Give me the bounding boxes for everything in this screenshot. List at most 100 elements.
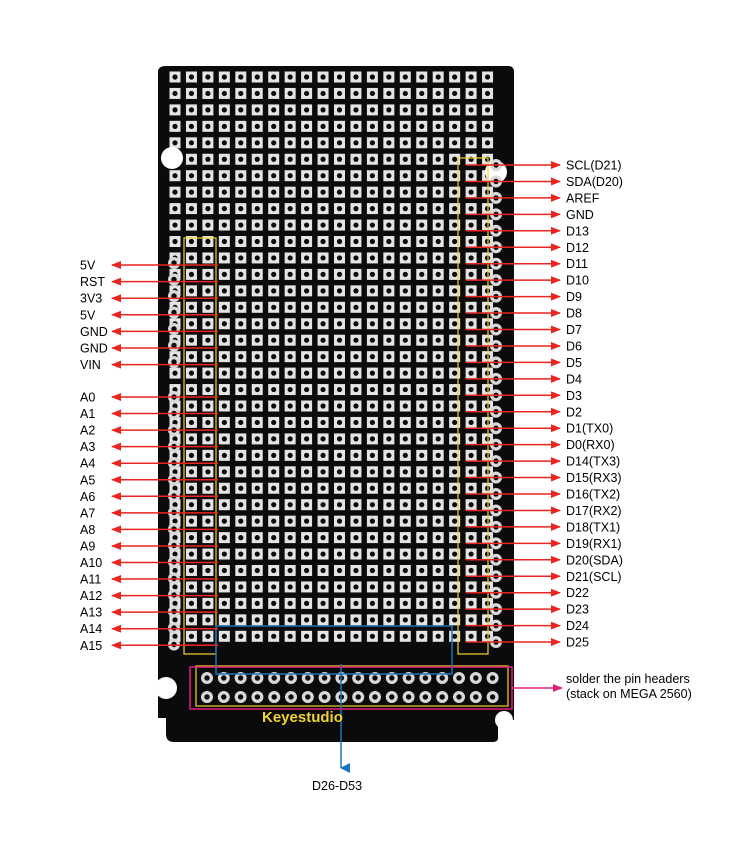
pad: [383, 416, 395, 428]
header-pad: [168, 290, 180, 302]
pad: [235, 186, 247, 198]
pad: [383, 301, 395, 313]
pad: [449, 153, 461, 165]
pad: [235, 384, 247, 396]
pin-label: A6: [80, 490, 95, 504]
pad: [334, 433, 345, 445]
pad: [465, 482, 477, 494]
pad: [399, 630, 411, 642]
pad: [268, 416, 280, 428]
pad: [449, 515, 461, 527]
pad: [383, 482, 395, 494]
pad: [399, 170, 411, 182]
pad: [251, 170, 263, 182]
pad: [334, 170, 345, 182]
pin-label: D11: [566, 257, 588, 271]
pad: [432, 367, 444, 379]
pad: [432, 351, 444, 363]
pad: [399, 614, 411, 626]
pad: [432, 532, 444, 544]
pad: [251, 153, 263, 165]
pad: [251, 104, 263, 116]
pin-label: SDA(D20): [566, 175, 623, 189]
pad: [317, 71, 329, 83]
pad: [366, 186, 378, 198]
pad: [202, 515, 214, 527]
pad: [268, 384, 280, 396]
pad: [268, 597, 280, 609]
header-pad: [285, 672, 297, 684]
pad: [169, 416, 181, 428]
pad: [301, 301, 313, 313]
pad: [399, 104, 411, 116]
left-pin-row: A8: [80, 523, 218, 537]
pad: [284, 400, 296, 412]
pad: [317, 433, 329, 445]
pad: [350, 565, 362, 576]
pad: [383, 367, 395, 379]
pad: [465, 565, 477, 576]
pad: [350, 548, 362, 560]
pad: [432, 137, 444, 149]
pad: [169, 137, 181, 149]
pad: [268, 268, 280, 280]
pad: [218, 482, 230, 494]
pin-label: D3: [566, 389, 582, 403]
pad: [301, 203, 313, 215]
pad: [235, 87, 247, 99]
header-pad: [201, 691, 213, 703]
pad: [185, 153, 197, 165]
pad: [350, 87, 362, 99]
pad: [218, 170, 230, 182]
pad: [432, 268, 444, 280]
pin-label: RST: [80, 275, 105, 289]
header-pad: [419, 672, 432, 684]
pad: [449, 351, 461, 363]
pad: [284, 334, 296, 346]
pad: [432, 433, 444, 445]
pad: [465, 170, 477, 182]
right-pin-row: D17(RX2): [466, 504, 622, 518]
pad: [284, 285, 296, 297]
header-pad: [402, 691, 415, 703]
pad: [169, 482, 181, 494]
pad: [334, 532, 345, 544]
pad: [251, 449, 263, 461]
pad: [284, 565, 296, 576]
pad: [218, 153, 230, 165]
pin-label: A9: [80, 539, 95, 553]
pad: [432, 334, 444, 346]
pad: [350, 384, 362, 396]
pad: [185, 219, 197, 231]
pad: [449, 71, 461, 83]
pad: [268, 400, 280, 412]
pad: [416, 268, 428, 280]
pad: [350, 400, 362, 412]
pad: [482, 104, 494, 116]
pad: [235, 565, 247, 576]
right-pin-row: SDA(D20): [466, 175, 623, 189]
header-pad: [318, 691, 331, 703]
pad: [416, 219, 428, 231]
pad: [202, 170, 214, 182]
pad: [383, 614, 395, 626]
right-pin-row: D12: [466, 241, 589, 255]
pad: [449, 630, 461, 642]
pad: [251, 614, 263, 626]
pad: [334, 219, 345, 231]
pad: [416, 515, 428, 527]
pad: [334, 548, 345, 560]
pad: [416, 351, 428, 363]
pin-label: D0(RX0): [566, 438, 615, 452]
pad: [169, 367, 181, 379]
pad: [185, 565, 197, 576]
pad: [465, 318, 477, 330]
left-pin-row: A12: [80, 589, 218, 603]
pad: [268, 367, 280, 379]
pad: [202, 334, 214, 346]
left-pin-row: A10: [80, 556, 218, 570]
pin-label: 3V3: [80, 292, 102, 306]
pin-label: A8: [80, 523, 95, 537]
pad: [235, 482, 247, 494]
pad: [449, 466, 461, 478]
